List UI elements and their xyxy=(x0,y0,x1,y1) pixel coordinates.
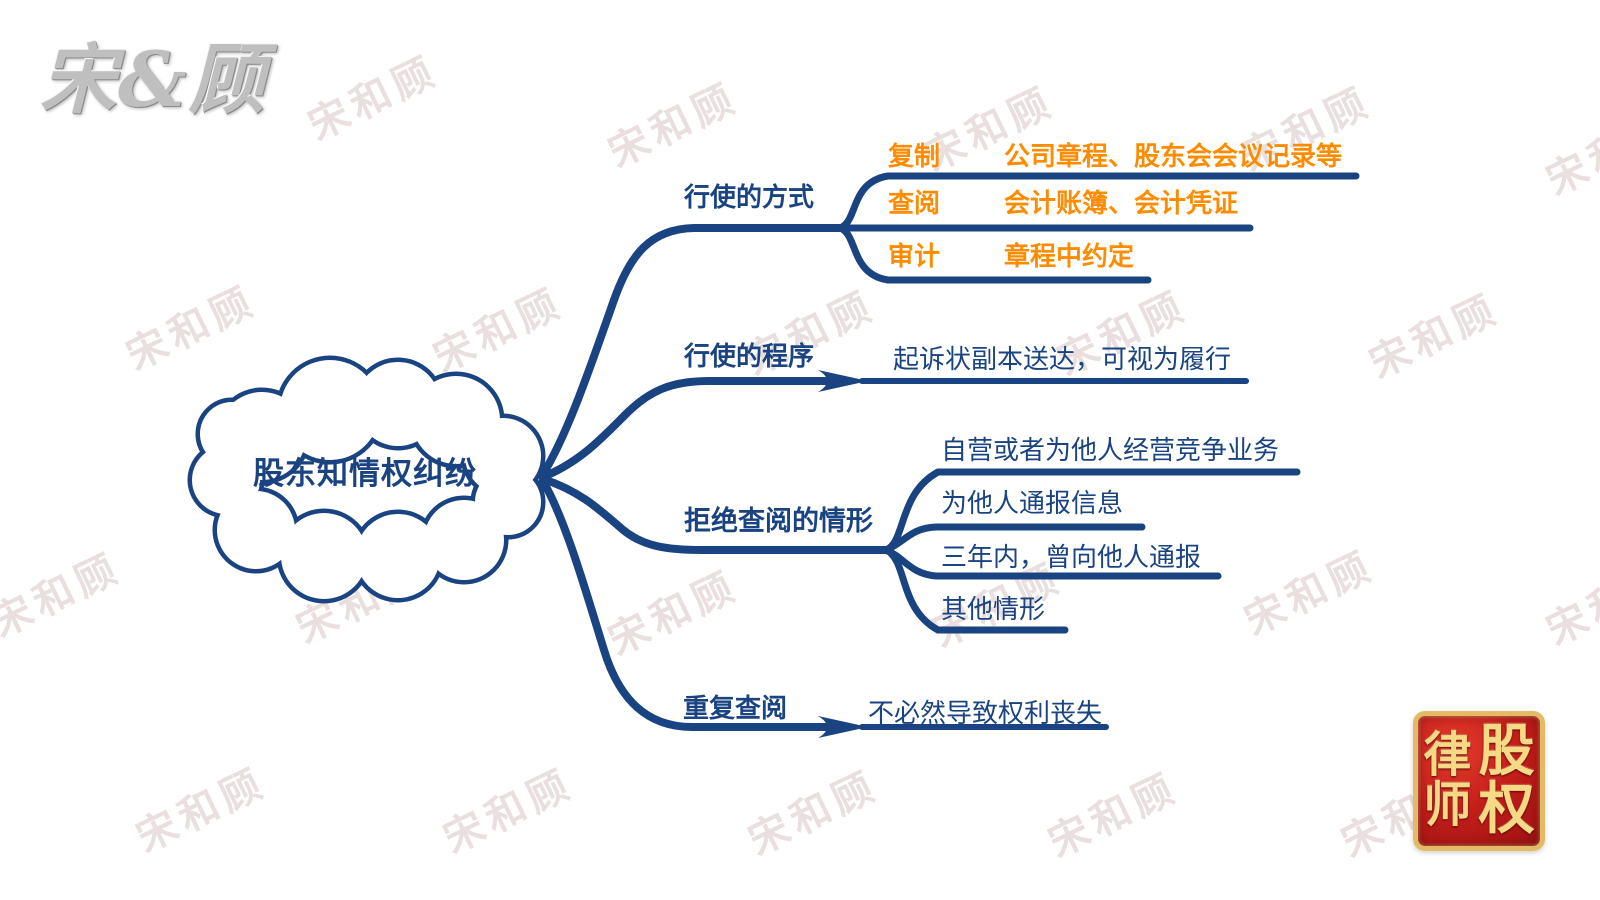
branch1-label: 行使的方式 xyxy=(684,182,815,212)
branch1-copy-desc: 公司章程、股东会会议记录等 xyxy=(1004,141,1343,171)
seal-text-equity: 股权 xyxy=(1478,720,1535,841)
brand-logo: 宋&顾 xyxy=(40,35,267,124)
branch4-main-line xyxy=(539,477,830,731)
root-topic: 股东知情权纠纷 xyxy=(253,456,477,491)
branch1-audit-line xyxy=(836,224,1152,284)
branch3-label: 拒绝查阅的情形 xyxy=(684,506,873,536)
branch2-arrowhead xyxy=(818,370,868,392)
branch3-item2-line xyxy=(882,523,1146,554)
branch3-main-line xyxy=(539,475,890,554)
branch2-main-line xyxy=(539,377,830,481)
branch2-desc: 起诉状副本送达，可视为履行 xyxy=(893,344,1232,374)
branch3-item3: 三年内，曾向他人通报 xyxy=(941,542,1202,572)
branch3-item2: 为他人通报信息 xyxy=(941,488,1124,518)
branch4-desc: 不必然导致权利丧失 xyxy=(868,698,1103,728)
branch1-inspect-key: 查阅 xyxy=(888,188,941,218)
branch1-audit-desc: 章程中约定 xyxy=(1004,241,1135,271)
branch1-main-line xyxy=(539,224,844,478)
cloud-shape xyxy=(187,355,546,604)
branch2-label: 行使的程序 xyxy=(684,341,815,371)
branch3-item4-line xyxy=(882,546,1069,634)
branch3-item1: 自营或者为他人经营竞争业务 xyxy=(941,435,1280,465)
branch4-label: 重复查阅 xyxy=(683,693,788,723)
equity-lawyer-seal: 律师 股权 xyxy=(1413,711,1545,851)
branch3-item4: 其他情形 xyxy=(941,594,1046,624)
branch4-arrowhead xyxy=(818,716,868,738)
seal-text-lawyer: 律师 xyxy=(1423,729,1472,832)
branch1-copy-key: 复制 xyxy=(888,141,941,171)
branch1-inspect-desc: 会计账簿、会计凭证 xyxy=(1004,188,1239,218)
branch1-audit-key: 审计 xyxy=(888,241,941,271)
